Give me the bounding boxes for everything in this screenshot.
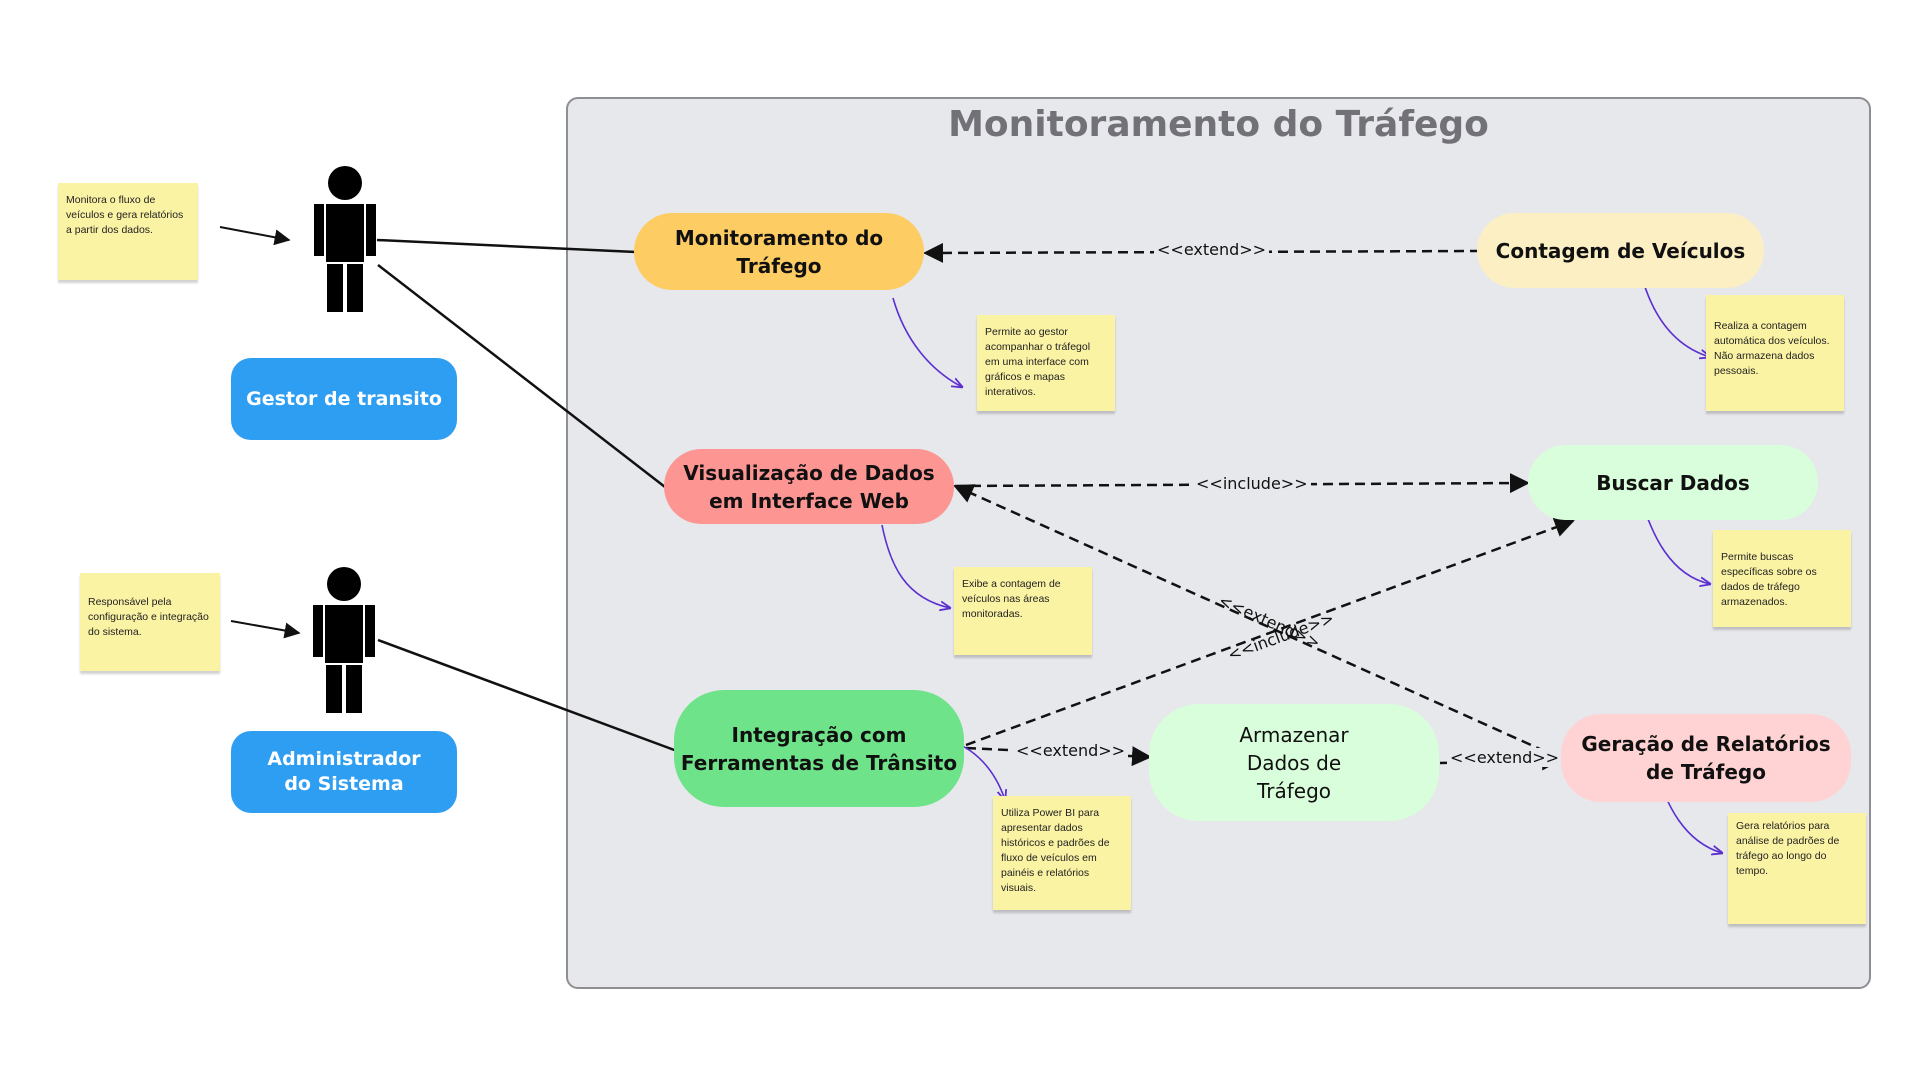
actor-gestor-label: Gestor de transito	[231, 358, 457, 440]
usecase-geracao: Geração de Relatórios de Tráfego	[1561, 714, 1851, 802]
usecase-buscar: Buscar Dados	[1528, 445, 1818, 520]
relation-geracao-visualizacao-extend	[953, 484, 1561, 760]
note-arrow-visualizacao	[881, 524, 950, 608]
note-geracao: Gera relatórios para análise de padrões …	[1728, 813, 1866, 924]
note-contagem: Realiza a contagem automática dos veícul…	[1706, 295, 1844, 411]
actor-admin-label: Administrador do Sistema	[231, 731, 457, 813]
note-arrow-monitoramento	[892, 297, 962, 387]
label-int-armazenar-extend: <<extend>>	[1013, 741, 1129, 760]
actor-gestor-icon	[314, 166, 376, 312]
note-buscar: Permite buscas específicas sobre os dado…	[1713, 530, 1851, 627]
usecase-visualizacao: Visualização de Dados em Interface Web	[664, 449, 954, 524]
label-contagem-extend: <<extend>>	[1154, 240, 1270, 259]
usecase-integracao: Integração com Ferramentas de Trânsito	[674, 690, 964, 807]
note-gestor: Monitora o fluxo de veículos e gera rela…	[58, 183, 198, 280]
usecase-armazenar: Armazenar Dados de Tráfego	[1149, 704, 1439, 821]
note-monitoramento: Permite ao gestor acompanhar o tráfegol …	[977, 315, 1115, 411]
usecase-monitoramento: Monitoramento do Tráfego	[634, 213, 924, 290]
relation-integracao-buscar-include	[965, 517, 1575, 747]
pointer-gestor-note	[219, 226, 291, 246]
label-armazenar-geracao-extend: <<extend>>	[1447, 748, 1563, 767]
assoc-admin-integracao	[377, 638, 678, 753]
label-visualizacao-buscar-include: <<include>>	[1193, 474, 1311, 493]
note-admin: Responsável pela configuração e integraç…	[80, 573, 220, 671]
note-integracao: Utiliza Power BI para apresentar dados h…	[993, 796, 1131, 910]
pointer-admin-note	[230, 620, 301, 639]
assoc-gestor-monitoramento	[376, 238, 637, 254]
system-title: Monitoramento do Tráfego	[948, 104, 1489, 145]
usecase-contagem: Contagem de Veículos	[1477, 213, 1764, 288]
actor-admin-icon	[313, 567, 375, 713]
assoc-gestor-visualizacao	[377, 264, 666, 488]
note-visualizacao: Exibe a contagem de veículos nas áreas m…	[954, 567, 1092, 655]
